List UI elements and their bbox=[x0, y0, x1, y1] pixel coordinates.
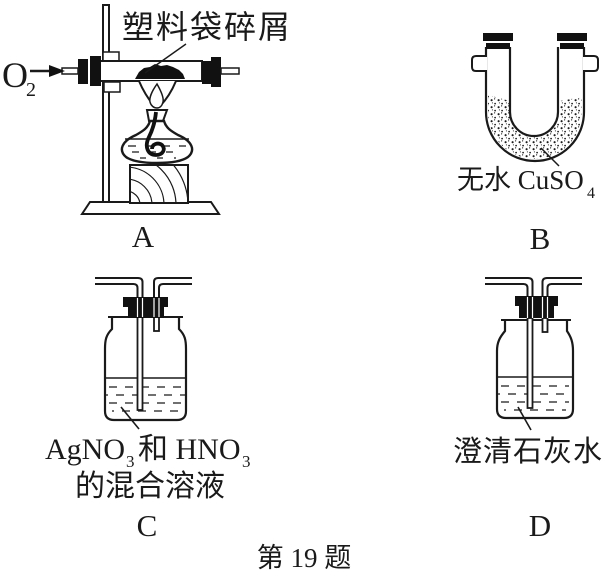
short-delivery-tube-d bbox=[541, 317, 549, 333]
lamp-fuel-dashes bbox=[128, 145, 186, 159]
reagent-pointer-line-c bbox=[120, 406, 140, 430]
sample-pointer-line bbox=[144, 43, 187, 74]
bottle-stopper-c-flange bbox=[123, 297, 168, 307]
cuso4-label: 无水 CuSO bbox=[457, 165, 584, 195]
short-delivery-tube-c bbox=[153, 316, 160, 332]
reagent-label-c-sub1: 3 bbox=[126, 452, 135, 471]
sample-label: 塑料袋碎屑 bbox=[122, 9, 292, 45]
reagent-label-c-part2: 和 HNO bbox=[138, 433, 241, 466]
label-a: A bbox=[132, 219, 155, 254]
apparatus-d: 澄清石灰水 D bbox=[453, 277, 603, 543]
ring-stand-base bbox=[80, 201, 221, 215]
u-tube-sidearm-right bbox=[583, 55, 599, 72]
figure-caption: 第 19 题 bbox=[257, 543, 352, 573]
stopper-d-tube-gaps bbox=[526, 297, 549, 318]
tube-outlet-nozzle bbox=[220, 67, 240, 75]
ring-stand-rod bbox=[102, 4, 110, 203]
cuso4-label-subscript: 4 bbox=[587, 185, 595, 202]
o2-label: O bbox=[2, 55, 28, 95]
tube-stopper-right bbox=[211, 57, 221, 87]
tube-stopper-right-inner bbox=[202, 61, 211, 84]
u-tube-stopper-right-band bbox=[560, 43, 584, 49]
wood-grain bbox=[131, 166, 187, 202]
u-tube-stopper-right bbox=[557, 33, 587, 41]
reagent-label-c-line2: 的混合溶液 bbox=[75, 470, 225, 503]
apparatus-a: O 2 塑料袋碎屑 A bbox=[2, 4, 292, 254]
bent-tubes-c bbox=[95, 277, 192, 297]
u-tube-stopper-left-band bbox=[486, 43, 510, 49]
stopper-c-tube-gaps bbox=[136, 298, 160, 317]
gas-bottle-d bbox=[495, 320, 575, 420]
reagent-pointer-line-d bbox=[517, 406, 532, 431]
cuso4-pointer-line bbox=[540, 147, 560, 167]
long-delivery-tube-c bbox=[136, 316, 144, 411]
u-tube-sidearm-left bbox=[471, 55, 487, 72]
flame-inner bbox=[149, 82, 164, 109]
apparatus-c: AgNO 3 和 HNO 3 的混合溶液 C bbox=[45, 277, 251, 543]
lamp-wick bbox=[144, 111, 166, 157]
stand-clamp-lower bbox=[103, 81, 121, 93]
o2-label-subscript: 2 bbox=[26, 79, 36, 101]
cuso4-solid-fill bbox=[488, 95, 582, 159]
u-tube-inner-wall bbox=[508, 47, 560, 138]
tube-stopper-left-inner bbox=[90, 56, 101, 86]
label-d: D bbox=[529, 508, 551, 543]
reagent-label-d: 澄清石灰水 bbox=[453, 435, 603, 468]
label-c: C bbox=[137, 508, 158, 543]
stand-clamp-upper bbox=[102, 51, 120, 62]
long-delivery-tube-d bbox=[526, 317, 534, 409]
reagent-label-c-part1: AgNO bbox=[45, 433, 125, 466]
plastic-debris-pile bbox=[135, 64, 185, 79]
o2-flow-arrow bbox=[30, 65, 65, 77]
bottle-stopper-c-body bbox=[128, 307, 164, 318]
bent-tubes-d bbox=[485, 277, 582, 297]
tube-stopper-left bbox=[78, 59, 88, 84]
reagent-label-c-sub2: 3 bbox=[242, 452, 251, 471]
wood-block bbox=[129, 164, 189, 204]
apparatus-b: 无水 CuSO 4 B bbox=[457, 33, 599, 256]
label-b: B bbox=[530, 221, 551, 256]
liquid-dashes-d bbox=[498, 385, 572, 411]
gas-bottle-c bbox=[103, 317, 188, 422]
bottle-stopper-d-flange bbox=[515, 296, 558, 306]
bottle-stopper-d-body bbox=[519, 306, 554, 318]
u-tube-stopper-left bbox=[483, 33, 513, 41]
